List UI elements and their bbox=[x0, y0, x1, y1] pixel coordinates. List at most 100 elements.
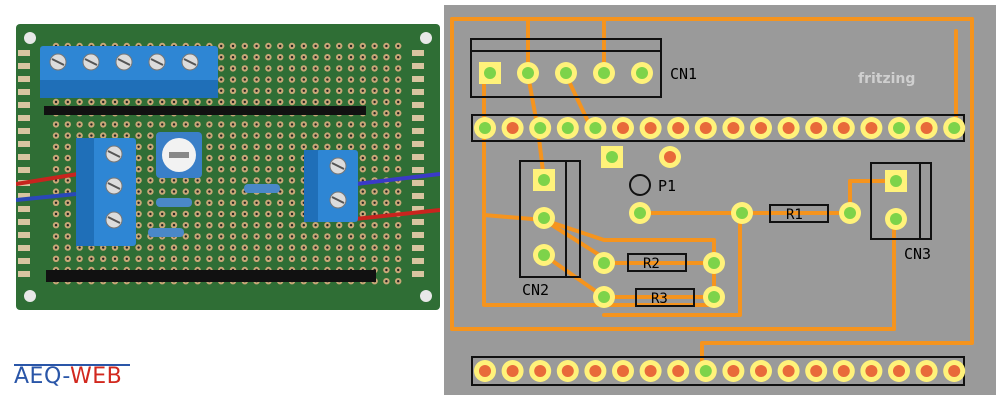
hole-center bbox=[161, 123, 164, 126]
hole-center bbox=[385, 123, 388, 126]
hole-center bbox=[279, 246, 282, 249]
pad-center bbox=[617, 365, 629, 377]
hole-center bbox=[196, 224, 199, 227]
hole-center bbox=[125, 134, 128, 137]
pad-center bbox=[479, 122, 491, 134]
hole-center bbox=[338, 56, 341, 59]
hole-center bbox=[279, 235, 282, 238]
hole-center bbox=[279, 145, 282, 148]
pad-center bbox=[890, 175, 902, 187]
edge-pad bbox=[18, 232, 30, 238]
hole-center bbox=[113, 134, 117, 137]
hole-center bbox=[373, 100, 376, 104]
hole-center bbox=[361, 56, 364, 59]
hole-center bbox=[196, 246, 199, 249]
hole-center bbox=[54, 201, 58, 204]
hole-center bbox=[66, 156, 69, 160]
logo-underline bbox=[14, 364, 130, 366]
hole-center bbox=[279, 190, 282, 193]
pad-center bbox=[589, 365, 602, 377]
hole-center bbox=[255, 56, 258, 59]
hole-center bbox=[90, 123, 93, 126]
hole-center bbox=[220, 89, 223, 93]
edge-pad bbox=[18, 128, 30, 134]
hole-center bbox=[196, 235, 199, 238]
hole-center bbox=[208, 168, 211, 171]
hole-center bbox=[137, 156, 140, 160]
hole-center bbox=[243, 134, 246, 137]
hole-center bbox=[397, 156, 400, 160]
hole-center bbox=[349, 235, 353, 238]
hole-center bbox=[113, 257, 117, 260]
hole-center bbox=[54, 257, 58, 260]
hole-center bbox=[137, 145, 140, 148]
label-r3: R3 bbox=[651, 291, 668, 307]
hole-center bbox=[314, 78, 317, 81]
hole-center bbox=[279, 134, 282, 137]
hole-center bbox=[397, 112, 400, 115]
hole-center bbox=[243, 67, 246, 70]
hole-center bbox=[385, 156, 388, 160]
cn1-outline bbox=[470, 38, 662, 98]
hole-center bbox=[302, 123, 305, 126]
hole-center bbox=[149, 168, 152, 171]
pad-center bbox=[736, 207, 748, 219]
hole-center bbox=[373, 123, 376, 126]
hole-center bbox=[220, 56, 223, 59]
hole-center bbox=[279, 67, 282, 70]
hole-center bbox=[314, 224, 317, 227]
pad-center bbox=[598, 257, 610, 269]
hole-center bbox=[373, 145, 376, 148]
hole-center bbox=[385, 78, 388, 81]
edge-pad bbox=[412, 102, 424, 108]
hole-center bbox=[220, 145, 223, 148]
pad-center bbox=[484, 67, 496, 79]
edge-pad bbox=[18, 76, 30, 82]
hole-center bbox=[349, 56, 353, 59]
hole-center bbox=[338, 246, 341, 249]
hole-center bbox=[54, 134, 58, 137]
r2-outline bbox=[627, 253, 687, 272]
hole-center bbox=[196, 179, 199, 182]
hole-center bbox=[373, 212, 376, 216]
hole-center bbox=[172, 212, 176, 216]
pad-center bbox=[865, 365, 878, 377]
hole-center bbox=[397, 190, 400, 193]
hole-center bbox=[279, 123, 282, 126]
hole-center bbox=[243, 145, 246, 148]
hole-center bbox=[373, 134, 376, 137]
hole-center bbox=[279, 224, 282, 227]
hole-center bbox=[302, 100, 305, 104]
hole-center bbox=[196, 212, 199, 216]
hole-center bbox=[290, 257, 294, 260]
hole-center bbox=[184, 246, 187, 249]
edge-pad bbox=[412, 180, 424, 186]
pad-center bbox=[708, 291, 720, 303]
hole-center bbox=[349, 134, 353, 137]
hole-center bbox=[161, 212, 164, 216]
pad-center bbox=[782, 365, 795, 377]
fritzing-watermark: fritzing bbox=[858, 71, 915, 87]
hole-center bbox=[314, 56, 317, 59]
hole-center bbox=[243, 168, 246, 171]
hole-center bbox=[385, 100, 388, 104]
hole-center bbox=[220, 179, 223, 182]
hole-center bbox=[302, 89, 305, 93]
hole-center bbox=[255, 168, 258, 171]
hole-center bbox=[279, 257, 282, 260]
red-wire-left bbox=[16, 172, 79, 186]
hole-center bbox=[397, 67, 400, 70]
hole-center bbox=[243, 156, 246, 160]
hole-center bbox=[326, 44, 329, 48]
trimmer-potentiometer bbox=[156, 132, 202, 178]
hole-center bbox=[102, 134, 105, 137]
hole-center bbox=[267, 100, 270, 104]
hole-center bbox=[172, 190, 176, 193]
hole-center bbox=[231, 123, 235, 126]
hole-center bbox=[220, 212, 223, 216]
hole-center bbox=[385, 224, 388, 227]
pad-center bbox=[522, 67, 534, 79]
pad-center bbox=[755, 122, 767, 134]
hole-center bbox=[302, 67, 305, 70]
hole-center bbox=[326, 235, 329, 238]
